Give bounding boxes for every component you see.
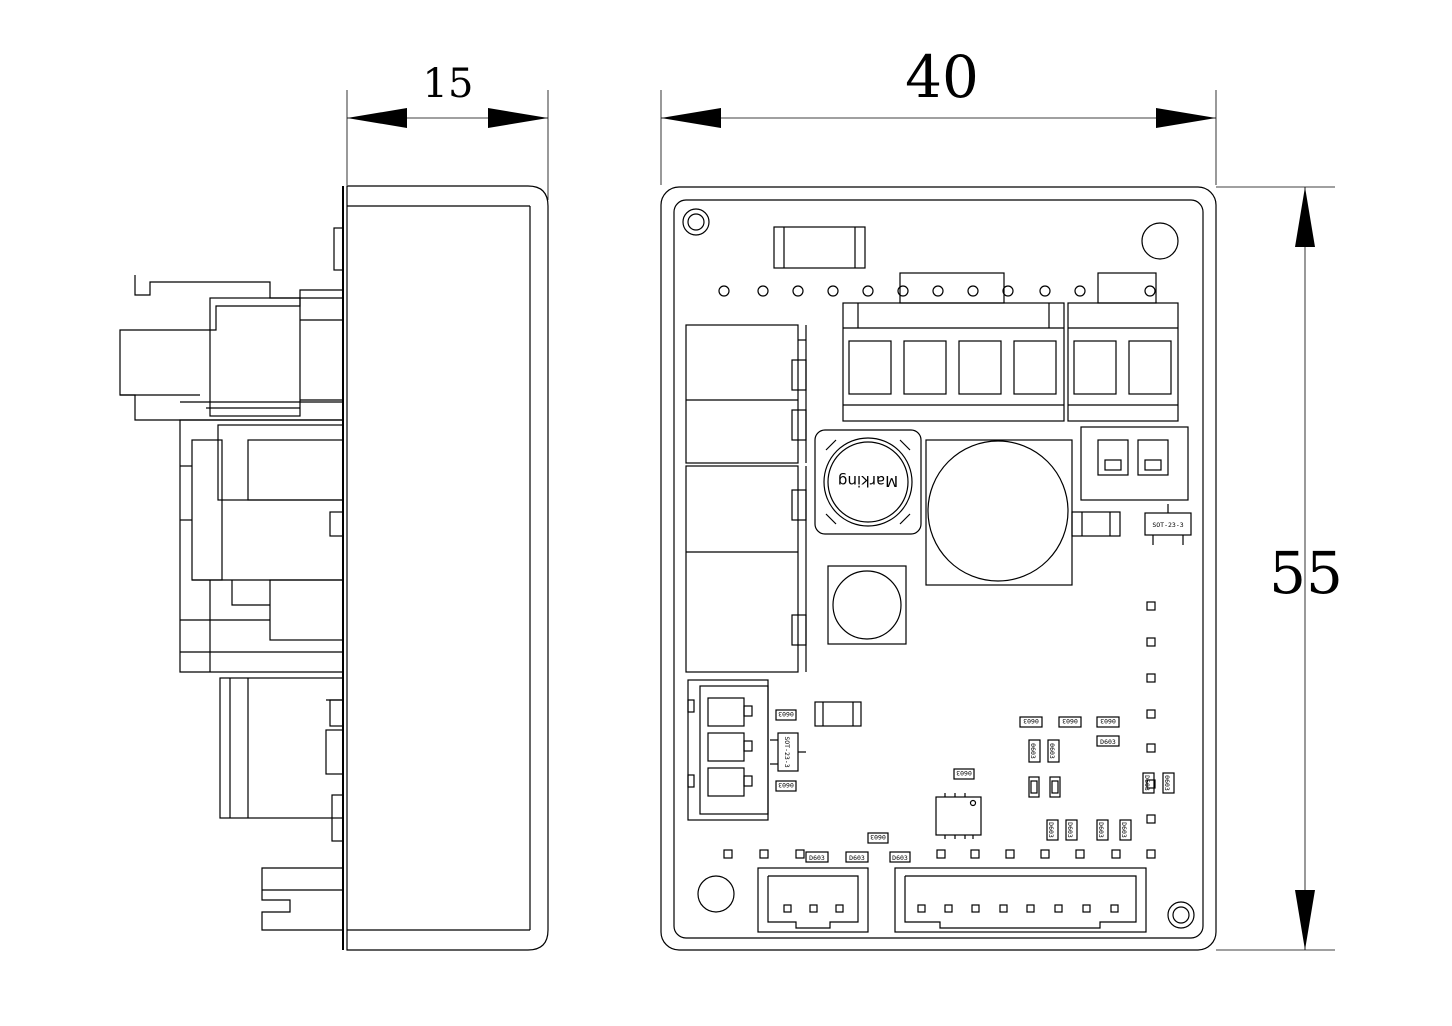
smd-resistor-large [773,226,866,269]
electrolytic-capacitor [925,439,1073,586]
svg-text:D603: D603 [1047,822,1055,838]
side-width-label: 15 [423,61,474,107]
inductor-marking-text: Marking [838,472,898,490]
rj-connector-lower [685,465,807,673]
mounting-hole [682,208,710,236]
svg-text:0603: 0603 [778,710,794,718]
pin-header-pads [718,285,1156,297]
sot23-top-label: SOT-23-3 [1152,521,1183,529]
smd-0603-left-group: 0603 0603 [775,709,797,792]
connector-3pin-left [687,679,769,821]
smd-diode-left [814,701,862,727]
smd-resistor-cluster: 0603 0603 0603 D603 0603 0603 0603 D603 … [953,716,1175,841]
svg-text:0603: 0603 [956,769,972,777]
svg-text:D603: D603 [1120,822,1128,838]
ic-chip [935,793,982,839]
svg-text:D603: D603 [1100,738,1116,746]
svg-text:0603: 0603 [1062,717,1078,725]
svg-text:0603: 0603 [1029,743,1037,759]
small-inductor [827,565,907,645]
terminal-block-4pin [842,272,1065,422]
rj-connector-upper [685,324,807,464]
jst-connector-3pin [757,867,869,933]
svg-text:0603: 0603 [870,833,886,841]
front-height-label: 55 [1269,539,1343,607]
sot23-top: SOT-23-3 [1144,504,1192,545]
pcb-outline [660,186,1217,951]
svg-text:D603: D603 [1097,822,1105,838]
svg-text:D603: D603 [809,854,825,862]
jst-connector-8pin [894,867,1147,933]
svg-text:D603: D603 [892,854,908,862]
connector-2pin-small [1080,426,1189,501]
svg-text:D603: D603 [1066,822,1074,838]
svg-text:D603: D603 [1143,775,1151,791]
bottom-test-pads [723,849,1156,859]
sot23-left-label: SOT-23-3 [783,736,791,767]
mounting-hole [697,875,735,913]
svg-text:D603: D603 [849,854,865,862]
terminal-block-2pin [1067,272,1179,422]
svg-text:0603: 0603 [1163,775,1171,791]
test-pad-column [1146,601,1156,824]
svg-text:0603: 0603 [1023,717,1039,725]
sot23-left: SOT-23-3 [770,732,806,772]
side-housing [346,185,549,951]
front-view: 40 55 [660,43,1343,951]
smd-diode [1071,511,1121,537]
mounting-hole [1167,901,1195,929]
mounting-hole [1141,222,1179,260]
side-view: 15 [119,61,549,951]
bottom-smd-row: 0603 D603 D603 D603 [805,832,911,863]
power-inductor: Marking [814,429,922,535]
svg-text:0603: 0603 [1048,743,1056,759]
svg-text:0603: 0603 [778,781,794,789]
svg-text:0603: 0603 [1100,717,1116,725]
front-width-label: 40 [905,43,979,111]
